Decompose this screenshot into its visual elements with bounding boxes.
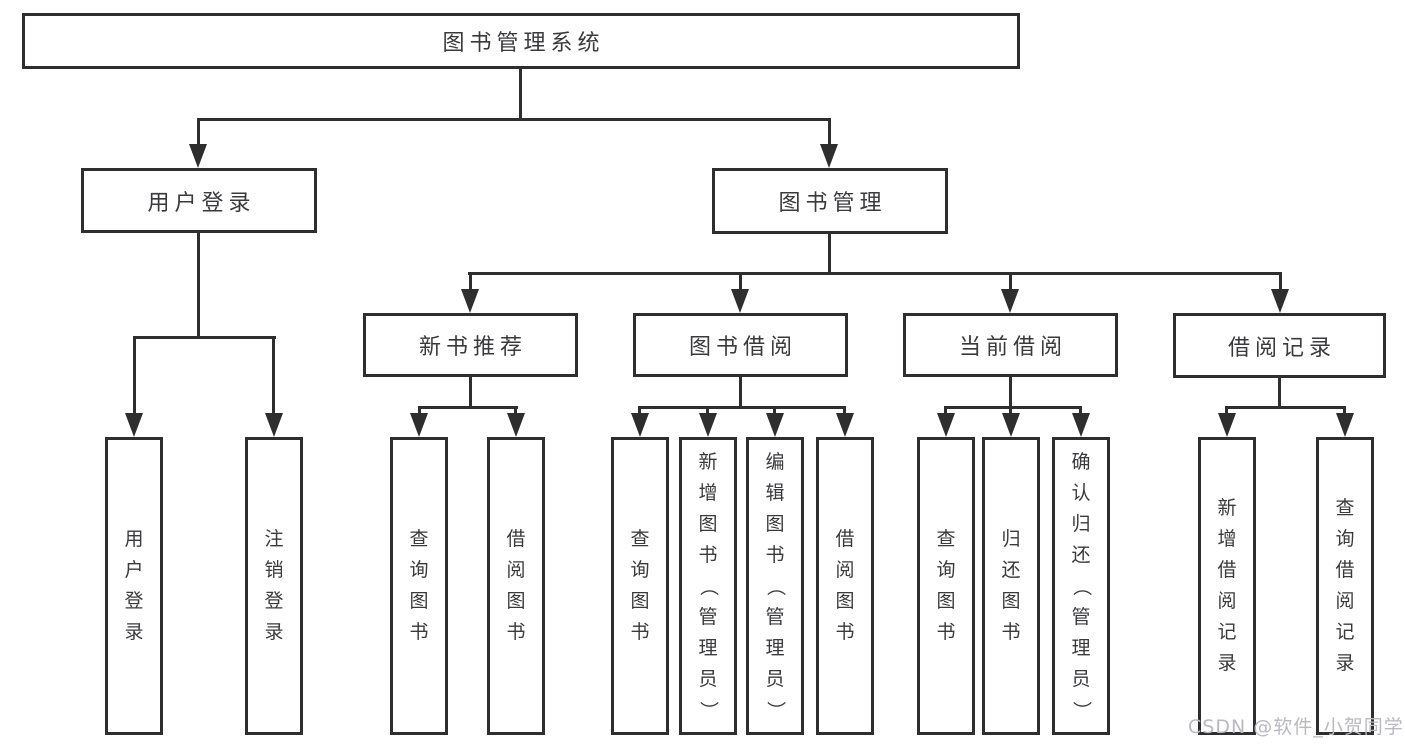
- node-leaf-query-books-1: 查询图书: [390, 437, 448, 735]
- node-leaf-query-books-2-label: 查询图书: [630, 528, 650, 643]
- node-leaf-add-books-admin: 新增图书（管理员）: [679, 437, 737, 735]
- node-borrow-records-label: 借阅记录: [1227, 335, 1336, 361]
- node-leaf-logout: 注销登录: [245, 437, 303, 735]
- arrow-down-icon: [937, 413, 955, 437]
- node-book-management: 图书管理: [712, 168, 948, 234]
- node-leaf-user-login: 用户登录: [105, 437, 163, 735]
- arrow-down-icon: [820, 144, 838, 168]
- node-book-borrowing: 图书借阅: [633, 313, 848, 377]
- connector-line: [1009, 376, 1012, 409]
- connector-line: [1225, 406, 1346, 409]
- node-leaf-query-borrow-record-label: 查询借阅记录: [1335, 497, 1355, 674]
- node-borrow-records: 借阅记录: [1173, 313, 1386, 378]
- arrow-down-icon: [766, 413, 784, 437]
- node-leaf-borrow-books-1-label: 借阅图书: [506, 528, 526, 643]
- connector-line: [468, 272, 1282, 275]
- arrow-down-icon: [125, 413, 143, 437]
- arrow-down-icon: [1072, 413, 1090, 437]
- arrow-down-icon: [189, 144, 207, 168]
- node-leaf-borrow-books-2: 借阅图书: [816, 437, 874, 735]
- node-leaf-query-books-3: 查询图书: [917, 437, 975, 735]
- connector-line: [133, 339, 136, 417]
- node-leaf-add-borrow-record: 新增借阅记录: [1198, 437, 1256, 735]
- node-root: 图书管理系统: [22, 13, 1020, 69]
- connector-line: [944, 406, 1082, 409]
- connector-line: [828, 121, 831, 146]
- node-user-login-label: 用户登录: [147, 190, 256, 216]
- node-leaf-edit-books-admin-label: 编辑图书（管理员）: [764, 450, 787, 720]
- arrow-down-icon: [699, 413, 717, 437]
- node-leaf-borrow-books-2-label: 借阅图书: [835, 528, 855, 643]
- node-leaf-add-books-admin-label: 新增图书（管理员）: [697, 450, 720, 720]
- node-user-login: 用户登录: [81, 168, 317, 233]
- arrow-down-icon: [1218, 413, 1236, 437]
- arrow-down-icon: [410, 413, 428, 437]
- arrow-down-icon: [265, 413, 283, 437]
- connector-line: [197, 233, 200, 339]
- connector-line: [1009, 275, 1012, 292]
- node-leaf-confirm-return-admin-label: 确认归还（管理员）: [1070, 450, 1093, 720]
- connector-line: [469, 275, 472, 292]
- node-leaf-user-login-label: 用户登录: [124, 528, 144, 643]
- node-leaf-query-borrow-record: 查询借阅记录: [1316, 437, 1374, 735]
- node-leaf-edit-books-admin: 编辑图书（管理员）: [746, 437, 804, 735]
- node-leaf-add-borrow-record-label: 新增借阅记录: [1217, 497, 1237, 674]
- node-leaf-confirm-return-admin: 确认归还（管理员）: [1052, 437, 1110, 735]
- connector-line: [638, 406, 846, 409]
- node-leaf-return-books: 归还图书: [982, 437, 1040, 735]
- connector-line: [133, 336, 276, 339]
- connector-line: [197, 121, 200, 146]
- connector-line: [739, 275, 742, 292]
- arrow-down-icon: [631, 413, 649, 437]
- connector-line: [469, 376, 472, 409]
- node-book-borrowing-label: 图书借阅: [688, 335, 797, 360]
- node-current-borrowing: 当前借阅: [903, 313, 1118, 377]
- arrow-down-icon: [1001, 289, 1019, 313]
- connector-line: [197, 118, 831, 121]
- node-current-borrowing-label: 当前借阅: [958, 335, 1067, 360]
- node-leaf-return-books-label: 归还图书: [1001, 528, 1021, 643]
- node-new-book-recommend: 新书推荐: [363, 313, 578, 377]
- connector-line: [828, 234, 831, 275]
- arrow-down-icon: [507, 413, 525, 437]
- node-new-book-recommend-label: 新书推荐: [418, 335, 527, 360]
- arrow-down-icon: [731, 289, 749, 313]
- arrow-down-icon: [461, 289, 479, 313]
- arrow-down-icon: [1271, 289, 1289, 313]
- node-leaf-query-books-1-label: 查询图书: [409, 528, 429, 643]
- arrow-down-icon: [836, 413, 854, 437]
- node-leaf-borrow-books-1: 借阅图书: [487, 437, 545, 735]
- connector-line: [519, 69, 522, 121]
- csdn-watermark: CSDN @软件_小贺同学: [1188, 716, 1404, 738]
- connector-line: [739, 376, 742, 409]
- arrow-down-icon: [1002, 413, 1020, 437]
- connector-line: [1279, 275, 1282, 292]
- node-book-management-label: 图书管理: [778, 191, 887, 216]
- node-leaf-logout-label: 注销登录: [264, 528, 284, 643]
- node-leaf-query-books-3-label: 查询图书: [936, 528, 956, 643]
- node-leaf-query-books-2: 查询图书: [611, 437, 669, 735]
- connector-line: [1278, 376, 1281, 409]
- connector-line: [418, 406, 518, 409]
- node-root-label: 图书管理系统: [442, 31, 605, 56]
- arrow-down-icon: [1336, 413, 1354, 437]
- connector-line: [272, 339, 275, 417]
